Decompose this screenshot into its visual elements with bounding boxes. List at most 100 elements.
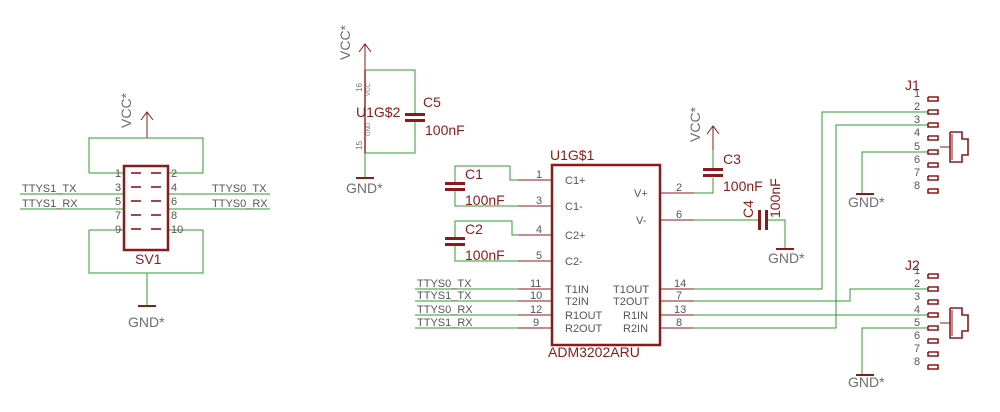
c5-plate-top — [405, 113, 425, 116]
vcc-label-sv1: VCC* — [118, 92, 134, 128]
c5-value: 100nF — [425, 122, 465, 138]
u1-pin-name-c1p: C1+ — [565, 175, 586, 187]
j2-pin-8: 8 — [914, 356, 920, 368]
j1-pin-4: 4 — [914, 127, 920, 139]
c3-plate-top — [703, 168, 723, 171]
net-ttys0-tx-sv1: TTYS0_TX — [212, 183, 267, 195]
net-ttys0-rx-u1: TTYS0_RX — [417, 304, 473, 316]
c2-value: 100nF — [465, 247, 505, 263]
j2-pin-2: 2 — [914, 278, 920, 290]
u1-pin-name-t2out: T2OUT — [613, 296, 649, 308]
u1-pin-5: 5 — [536, 250, 542, 262]
vcc-arrow-u1g2 — [358, 43, 372, 53]
j1-name: J1 — [905, 77, 920, 93]
j2-name: J2 — [905, 257, 920, 273]
j1-pin-5: 5 — [914, 141, 920, 153]
u1-pin-name-c1m: C1- — [565, 201, 583, 213]
j1-pin-2: 2 — [914, 101, 920, 113]
c4-plate-left — [758, 210, 761, 230]
j1-pin-7: 7 — [914, 167, 920, 179]
u1-pin-name-r2out: R2OUT — [565, 323, 603, 335]
j2-connector: J2 1 2 3 4 5 6 7 8 GND* — [848, 257, 969, 390]
j2-rj45-icon — [949, 307, 969, 339]
c1-value: 100nF — [465, 192, 505, 208]
vcc-label-c3: VCC* — [687, 106, 703, 142]
c4-value: 100nF — [767, 178, 783, 218]
c1-plate-top — [445, 182, 465, 185]
sv1-header: VCC* 1 3 5 7 9 2 4 6 8 10 SV1 — [20, 92, 270, 330]
c3-plate-bottom — [703, 174, 723, 177]
gnd-label-u1g2: GND* — [346, 180, 383, 196]
u1-pin-14: 14 — [674, 278, 686, 290]
j1-pin-8: 8 — [914, 180, 920, 192]
j1-pin-3: 3 — [914, 114, 920, 126]
u1-pin-9: 9 — [533, 317, 539, 329]
sv1-pin-4: 4 — [171, 182, 177, 194]
u1g2-power-block: VCC* 16 VCC 15 GND U1G$2 C5 100nF GND* — [337, 24, 465, 196]
u1g2-pin-vcc-num: 16 — [355, 83, 364, 92]
vcc-label-u1g2: VCC* — [337, 24, 353, 60]
net-ttys1-tx-u1: TTYS1_TX — [417, 290, 472, 302]
j1-pin-1: 1 — [914, 88, 920, 100]
u1-pin-name-t1in: T1IN — [565, 284, 589, 296]
sv1-pin-1: 1 — [115, 168, 121, 180]
c1-plate-bottom — [445, 188, 465, 191]
j2-pin-6: 6 — [914, 330, 920, 342]
j2-pin-3: 3 — [914, 291, 920, 303]
c5-plate-bottom — [405, 119, 425, 122]
u1-pin-2: 2 — [676, 182, 682, 194]
j1-rj45-icon — [949, 131, 969, 163]
u1-pin-1: 1 — [536, 169, 542, 181]
c2-plate-top — [445, 237, 465, 240]
c4-name: C4 — [740, 200, 756, 218]
u1g2-pin-gnd-num: 15 — [355, 141, 364, 150]
c4-plate-right — [765, 210, 768, 230]
u1g1-chip: U1G$1 ADM3202ARU 1 3 4 5 11 10 12 9 C1+ … — [518, 147, 694, 360]
u1g1-name: U1G$1 — [550, 147, 595, 163]
sv1-pin-10: 10 — [171, 224, 183, 236]
c3-value: 100nF — [723, 178, 763, 194]
c4-cap: C4 100nF GND* — [694, 178, 805, 266]
c1-name: C1 — [465, 166, 483, 182]
u1-pin-8: 8 — [676, 317, 682, 329]
u1-pin-name-c2m: C2- — [565, 256, 583, 268]
u1-pin-name-c2p: C2+ — [565, 230, 586, 242]
u1g2-pin-gnd-name: GND — [366, 122, 372, 136]
u1-pin-11: 11 — [530, 278, 541, 290]
sv1-pin-3: 3 — [115, 182, 121, 194]
net-ttys1-rx-sv1: TTYS1_RX — [22, 198, 78, 210]
sv1-bottom-wire — [88, 230, 204, 274]
u1-pin-name-t2in: T2IN — [565, 296, 589, 308]
j1-pin-6: 6 — [914, 154, 920, 166]
u1g2-pin-vcc-name: VCC — [366, 83, 372, 96]
u1g1-part: ADM3202ARU — [548, 344, 640, 360]
j1-connector: J1 1 2 3 4 5 6 7 8 GND* — [848, 77, 969, 210]
u1-pin-6: 6 — [676, 209, 682, 221]
c3-name: C3 — [723, 151, 741, 167]
net-ttys1-tx-sv1: TTYS1_TX — [22, 183, 77, 195]
c1-c2-caps: C1 100nF C2 100nF — [445, 165, 518, 263]
gnd-label-j2: GND* — [848, 374, 885, 390]
u1-pin-10: 10 — [530, 290, 542, 302]
u1-pin-name-r1out: R1OUT — [565, 310, 603, 322]
u1-pin-name-r1in: R1IN — [623, 310, 648, 322]
net-ttys0-rx-sv1: TTYS0_RX — [212, 198, 268, 210]
sv1-top-wire — [88, 137, 204, 173]
u1-pin-name-t1out: T1OUT — [613, 284, 649, 296]
c5-name: C5 — [423, 94, 441, 110]
c3-cap: VCC* C3 100nF — [687, 106, 763, 194]
c2-name: C2 — [465, 221, 483, 237]
u1g1-body — [550, 163, 662, 347]
sv1-name: SV1 — [135, 251, 162, 267]
u1-pin-12: 12 — [530, 304, 542, 316]
gnd-label-c4: GND* — [768, 250, 805, 266]
sv1-body — [122, 164, 170, 252]
u1-pin-name-r2in: R2IN — [623, 323, 648, 335]
sv1-pin-7: 7 — [115, 210, 121, 222]
sv1-pin-6: 6 — [171, 196, 177, 208]
j2-pin-7: 7 — [914, 343, 920, 355]
sv1-pin-5: 5 — [115, 196, 121, 208]
j2-pin-5: 5 — [914, 317, 920, 329]
ttl-input-nets: TTYS0_TX TTYS1_TX TTYS0_RX TTYS1_RX — [415, 278, 518, 329]
